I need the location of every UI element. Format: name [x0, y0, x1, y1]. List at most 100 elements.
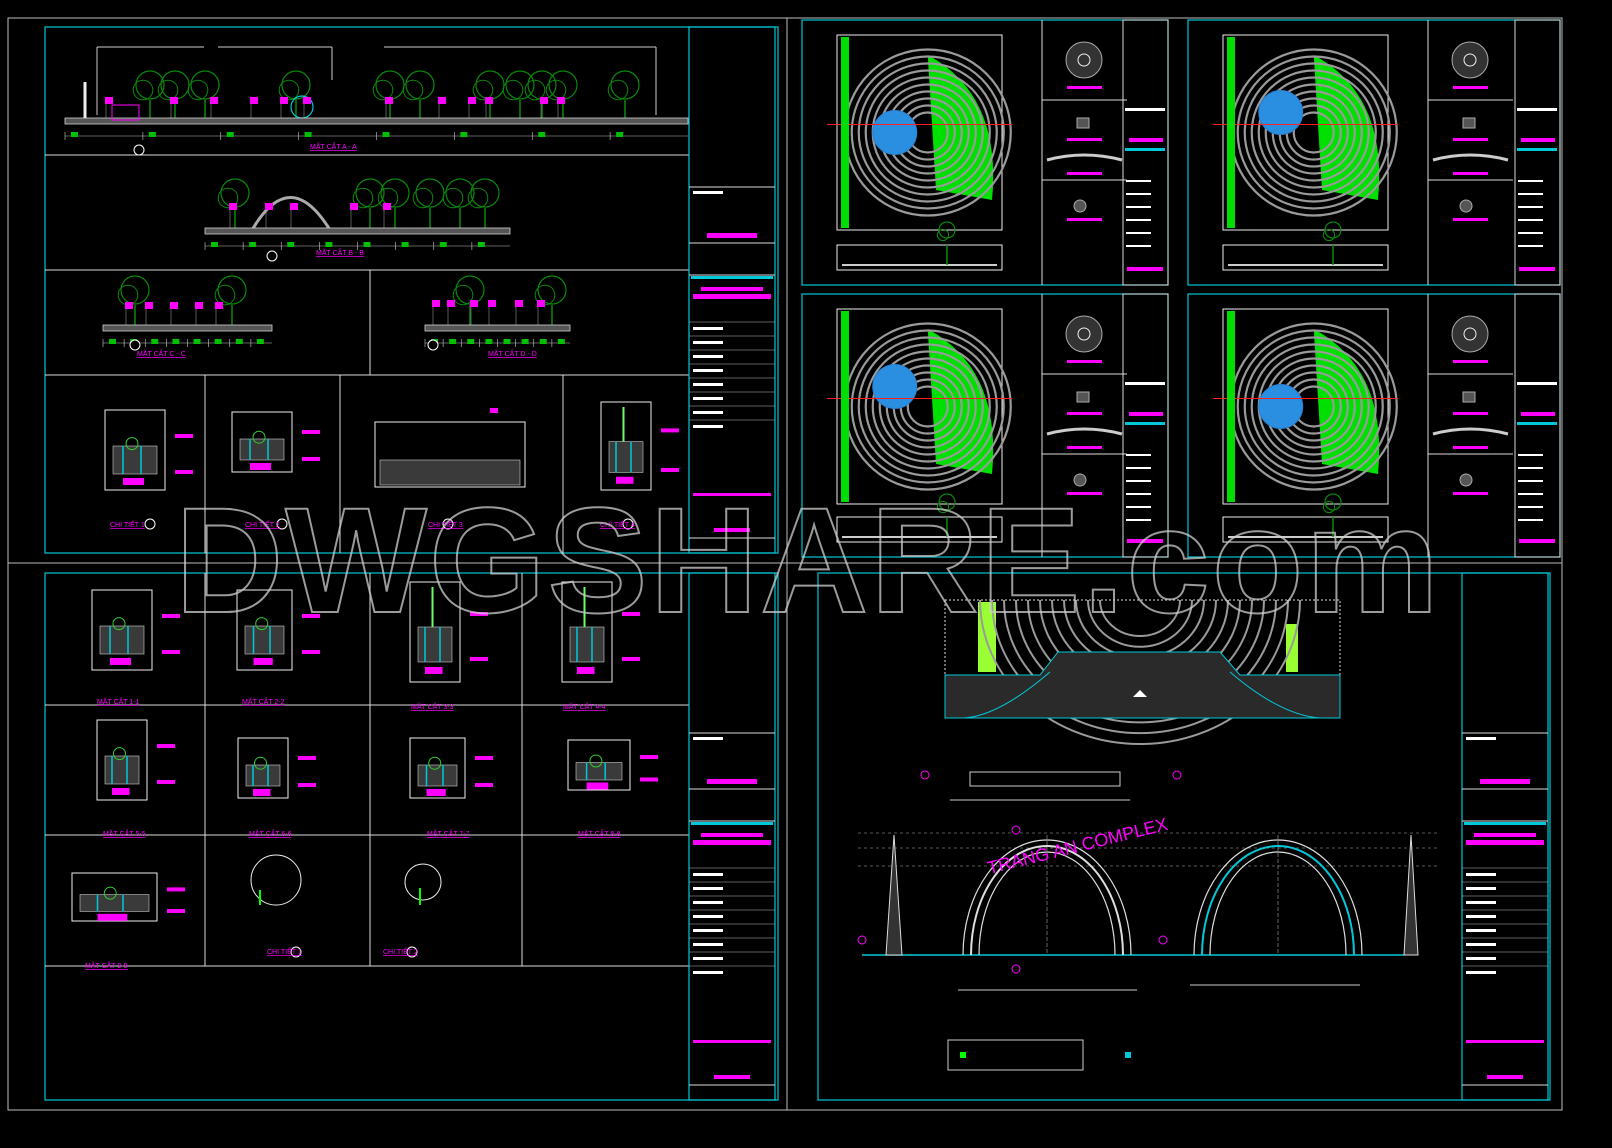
- dimension-text: [172, 339, 180, 344]
- tb-text: [693, 411, 723, 414]
- tb-text: [1129, 138, 1163, 142]
- tree-icon: [452, 284, 474, 306]
- tb-text: [1126, 493, 1151, 495]
- arch-sign-text: TRANG AN COMPLEX: [985, 814, 1169, 878]
- arch-elevation: [250, 196, 332, 231]
- tree-icon: [455, 275, 485, 305]
- label-tag: [97, 913, 128, 921]
- base-node: [960, 1052, 966, 1058]
- paving-ring: [864, 343, 991, 470]
- detail-curve: [1046, 427, 1123, 436]
- soil-fill: [104, 755, 140, 785]
- tb-text: [1466, 971, 1496, 974]
- tree-icon: [938, 493, 956, 511]
- planter-frame: [96, 719, 148, 801]
- tree-icon: [470, 178, 500, 208]
- fountain-area: [1258, 384, 1304, 429]
- paving-ring: [1264, 83, 1363, 182]
- ground-section: [424, 324, 571, 332]
- dimension-text: [226, 132, 234, 137]
- plant-icon: [428, 756, 442, 770]
- tb-text: [1518, 454, 1543, 456]
- axis-marker: [1172, 770, 1182, 780]
- label-tag: [253, 789, 271, 796]
- sheet-frame: [44, 26, 779, 554]
- dimension-text: [151, 339, 159, 344]
- tb-text: [1126, 193, 1151, 195]
- tb-text: [1125, 382, 1165, 385]
- bank-curve: [964, 671, 1051, 719]
- tb-project: [707, 233, 757, 238]
- planter-frame: [409, 737, 466, 799]
- label-tag: [1067, 172, 1102, 175]
- soil-fill: [99, 625, 145, 655]
- tb-sheet-name: [714, 1075, 750, 1079]
- tb-text: [1129, 412, 1163, 416]
- paving-ring: [1087, 599, 1193, 648]
- plant-icon: [254, 756, 267, 770]
- paving-ring: [906, 385, 949, 428]
- ground-section: [102, 324, 273, 332]
- detail-circle: [1459, 473, 1473, 487]
- label-tag: [1067, 138, 1102, 141]
- tb-text: [1518, 219, 1543, 221]
- ground-section: [64, 117, 689, 125]
- callout-box: [111, 104, 140, 121]
- label-tag: [1453, 138, 1488, 141]
- tb-text: [1518, 193, 1543, 195]
- paving-ring: [1236, 55, 1391, 210]
- tb-sheet-name: [1487, 1075, 1523, 1079]
- label-tag: [640, 777, 658, 782]
- planter-frame: [236, 589, 293, 671]
- label-tag: [475, 783, 493, 787]
- planter-frame: [71, 872, 158, 922]
- watermark-logo: DWGSHARE.com: [175, 476, 1441, 644]
- detail-core: [1077, 327, 1091, 341]
- detail-marker: [144, 518, 156, 530]
- label-tag: [1067, 446, 1102, 449]
- label-tag: [577, 667, 595, 674]
- dimension-text: [449, 339, 457, 344]
- tree-icon: [442, 187, 464, 209]
- soil-fill: [569, 626, 605, 663]
- label-tag: [290, 203, 298, 210]
- label-tag: [298, 756, 316, 760]
- dimension-text: [539, 339, 547, 344]
- label-tag: [622, 657, 640, 661]
- tb-text: [1466, 873, 1496, 876]
- tb-band: [1517, 422, 1557, 425]
- dimension-text: [256, 339, 264, 344]
- label-tag: [488, 300, 496, 307]
- tb-text: [1466, 737, 1496, 740]
- label-tag: [195, 302, 203, 309]
- tree-icon: [220, 178, 250, 208]
- detail-circle: [1073, 199, 1087, 213]
- dimension-text: [304, 132, 312, 137]
- planting-strip: [1227, 311, 1235, 502]
- label-tag: [1067, 492, 1102, 495]
- plan-frame: [944, 599, 1341, 719]
- label-tag: [125, 302, 133, 309]
- tb-text: [1518, 480, 1543, 482]
- tb-text: [1127, 267, 1163, 271]
- tb-text: [1466, 957, 1496, 960]
- tb-text: [693, 369, 723, 372]
- plant-icon: [255, 617, 269, 631]
- axis-marker: [1158, 935, 1168, 945]
- paving-ring: [1250, 343, 1377, 470]
- label-tag: [557, 97, 565, 104]
- tb-text: [693, 397, 723, 400]
- tb-text: [1518, 232, 1543, 234]
- title-block: [688, 26, 776, 554]
- tb-text: [1466, 943, 1496, 946]
- tree-icon: [157, 79, 179, 101]
- tree-icon: [214, 284, 236, 306]
- paving-ring: [1099, 599, 1181, 637]
- axis-marker: [857, 935, 867, 945]
- tb-band: [1517, 148, 1557, 151]
- title-block: [688, 572, 776, 1101]
- dimension-text: [148, 132, 156, 137]
- detail-circle: [1451, 315, 1489, 353]
- planting-strip: [841, 37, 849, 228]
